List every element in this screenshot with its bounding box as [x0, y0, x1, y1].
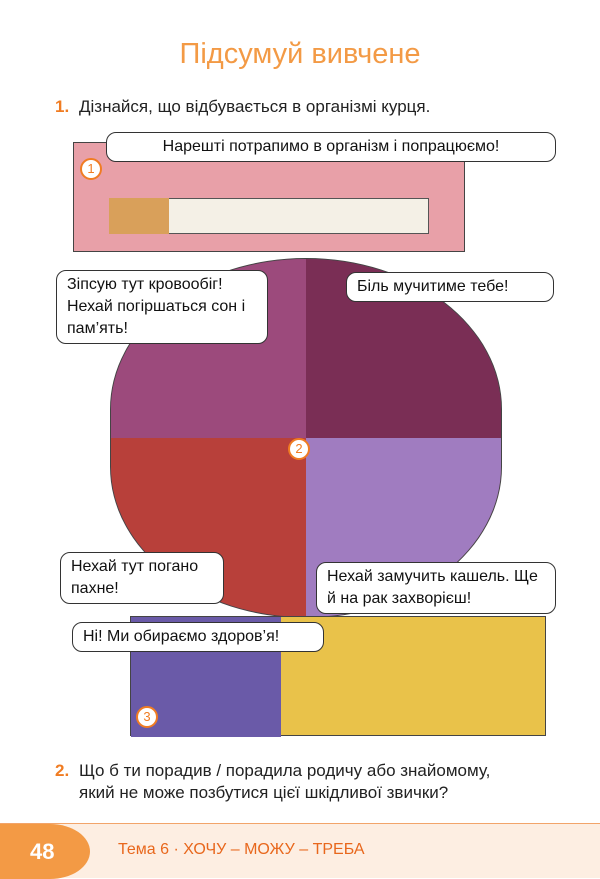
speech-bubble: Зіпсую тут кровообіг! Нехай погіршаться …: [56, 270, 268, 344]
theme-title: Тема 6 · ХОЧУ – МОЖУ – ТРЕБА: [118, 841, 365, 858]
page-number: 48: [0, 824, 90, 879]
page-footer: 48 Тема 6 · ХОЧУ – МОЖУ – ТРЕБА: [0, 823, 600, 879]
cigarette-filter: [109, 198, 169, 234]
speech-bubble: Нехай тут погано пахне!: [60, 552, 224, 604]
page-title: Підсумуй вивчене: [179, 38, 421, 70]
panel-number: 3: [136, 706, 158, 728]
speech-bubble: Біль мучитиме тебе!: [346, 272, 554, 302]
panel-number: 2: [288, 438, 310, 460]
speech-bubble: Нехай замучить кашель. Ще й на рак захво…: [316, 562, 556, 614]
task-2: 2.Що б ти порадив / порадила родичу або …: [55, 761, 491, 802]
speech-bubble: Ні! Ми обираємо здоров’я!: [72, 622, 324, 652]
speech-bubble: Нарешті потрапимо в організм і попрацюєм…: [106, 132, 556, 162]
task-1: 1.Дізнайся, що відбувається в організмі …: [55, 97, 431, 116]
panel-number: 1: [80, 158, 102, 180]
